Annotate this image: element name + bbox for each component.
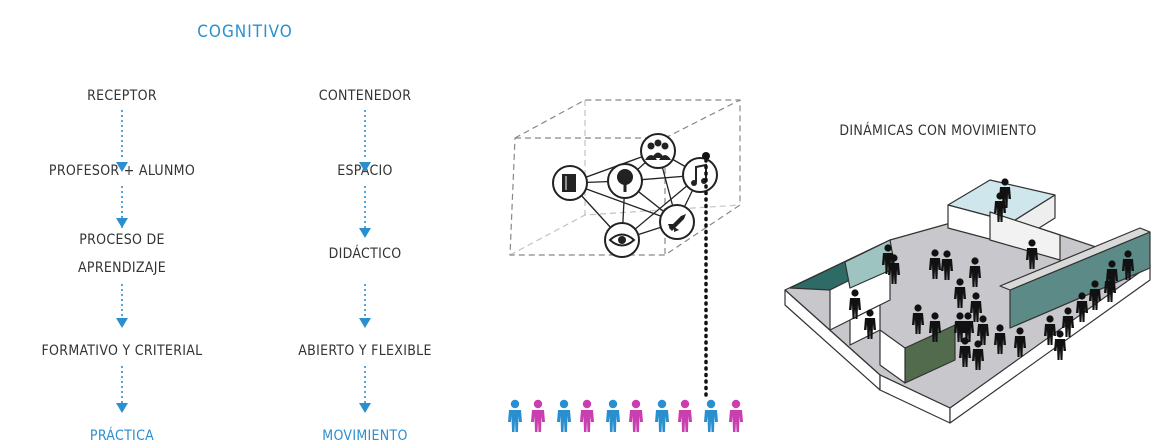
diagram-title: COGNITIVO	[197, 22, 293, 42]
mid-item-movimiento: MOVIMIENTO	[322, 428, 408, 444]
tree-icon	[607, 163, 643, 199]
eye-icon	[604, 222, 640, 258]
mid-item-abierto: ABIERTO Y FLEXIBLE	[298, 343, 432, 359]
book-icon	[552, 165, 588, 201]
left-item-proceso: PROCESO DE	[79, 232, 165, 248]
mid-item-didactico: DIDÁCTICO	[328, 246, 402, 262]
left-item-formativo: FORMATIVO Y CRITERIAL	[41, 343, 203, 359]
people-row	[508, 399, 743, 432]
right-title: DINÁMICAS CON MOVIMIENTO	[839, 123, 1037, 139]
mid-item-contenedor: CONTENEDOR	[318, 88, 412, 104]
music-icon	[682, 157, 718, 193]
rocket-icon	[659, 204, 695, 240]
left-item-aprendizaje: APRENDIZAJE	[78, 260, 166, 276]
left-item-practica: PRÁCTICA	[89, 428, 155, 444]
link-node	[702, 152, 710, 160]
group-icon	[640, 133, 676, 169]
left-item-receptor: RECEPTOR	[87, 88, 157, 104]
